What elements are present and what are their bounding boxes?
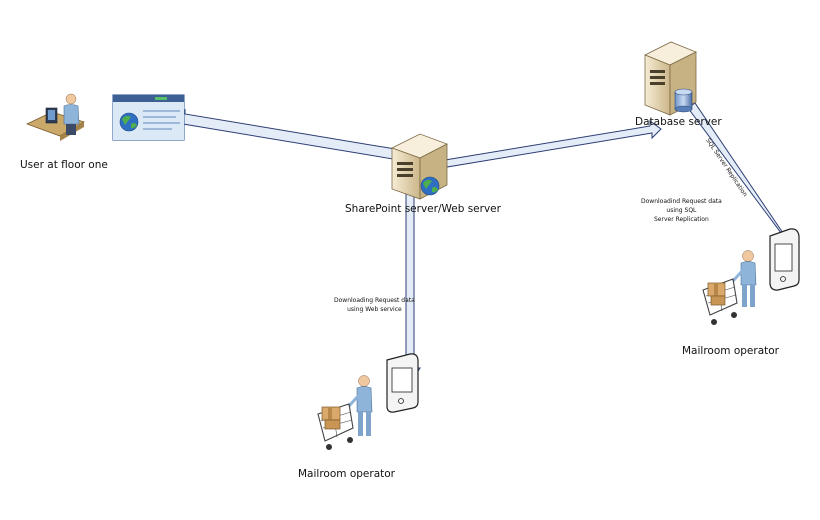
sql-replication-rotated-label: SQL Server Replication — [704, 137, 748, 198]
mailroom-left-label: Mailroom operator — [298, 468, 395, 480]
web-service-line2: using Web service — [347, 306, 402, 313]
user-desk-icon — [25, 93, 85, 141]
user-label: User at floor one — [20, 159, 108, 171]
mailroom-operator-left-icon — [317, 375, 373, 450]
database-label: Database server — [635, 116, 722, 128]
sharepoint-server-icon — [390, 133, 448, 200]
mailroom-operator-right-icon — [702, 250, 757, 325]
sql-replication-line2: using SQL — [666, 207, 697, 214]
sql-replication-line1: Downloadind Request data — [641, 198, 722, 205]
database-server-icon — [644, 41, 697, 116]
arrow-browser-sharepoint — [176, 108, 411, 165]
arrow-sharepoint-database — [444, 120, 662, 168]
sharepoint-label: SharePoint server/Web server — [345, 203, 501, 215]
web-service-line1: Downloading Request data — [334, 297, 415, 304]
mailroom-right-label: Mailroom operator — [682, 345, 779, 357]
web-service-annotation: Downloading Request data using Web servi… — [334, 296, 415, 314]
browser-window-icon — [112, 94, 185, 141]
pda-device-right-icon — [769, 228, 800, 291]
pda-device-left-icon — [386, 353, 419, 413]
sql-replication-line3: Server Replication — [654, 216, 709, 223]
sql-replication-annotation: Downloadind Request data using SQL Serve… — [641, 197, 722, 224]
